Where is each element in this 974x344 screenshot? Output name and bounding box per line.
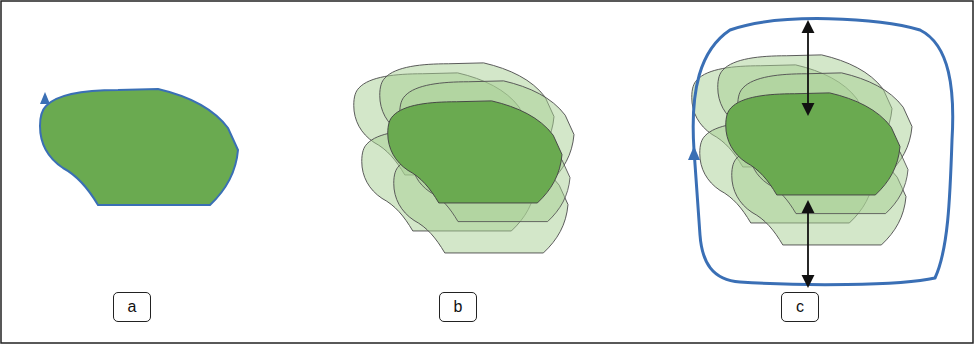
blob-cluster bbox=[692, 55, 912, 245]
panel-letter: a bbox=[128, 298, 137, 316]
panel-label: c bbox=[781, 292, 819, 322]
outlined-blob bbox=[40, 89, 238, 205]
blob-cluster bbox=[354, 63, 574, 253]
panel-label: a bbox=[113, 292, 151, 322]
panel-letter: b bbox=[454, 298, 463, 316]
panel-letter: c bbox=[796, 298, 804, 316]
arrowhead bbox=[688, 146, 700, 160]
double-arrows bbox=[803, 22, 813, 286]
panel-label: b bbox=[439, 292, 477, 322]
boundary-outline bbox=[693, 19, 953, 285]
arrowhead bbox=[40, 92, 50, 104]
